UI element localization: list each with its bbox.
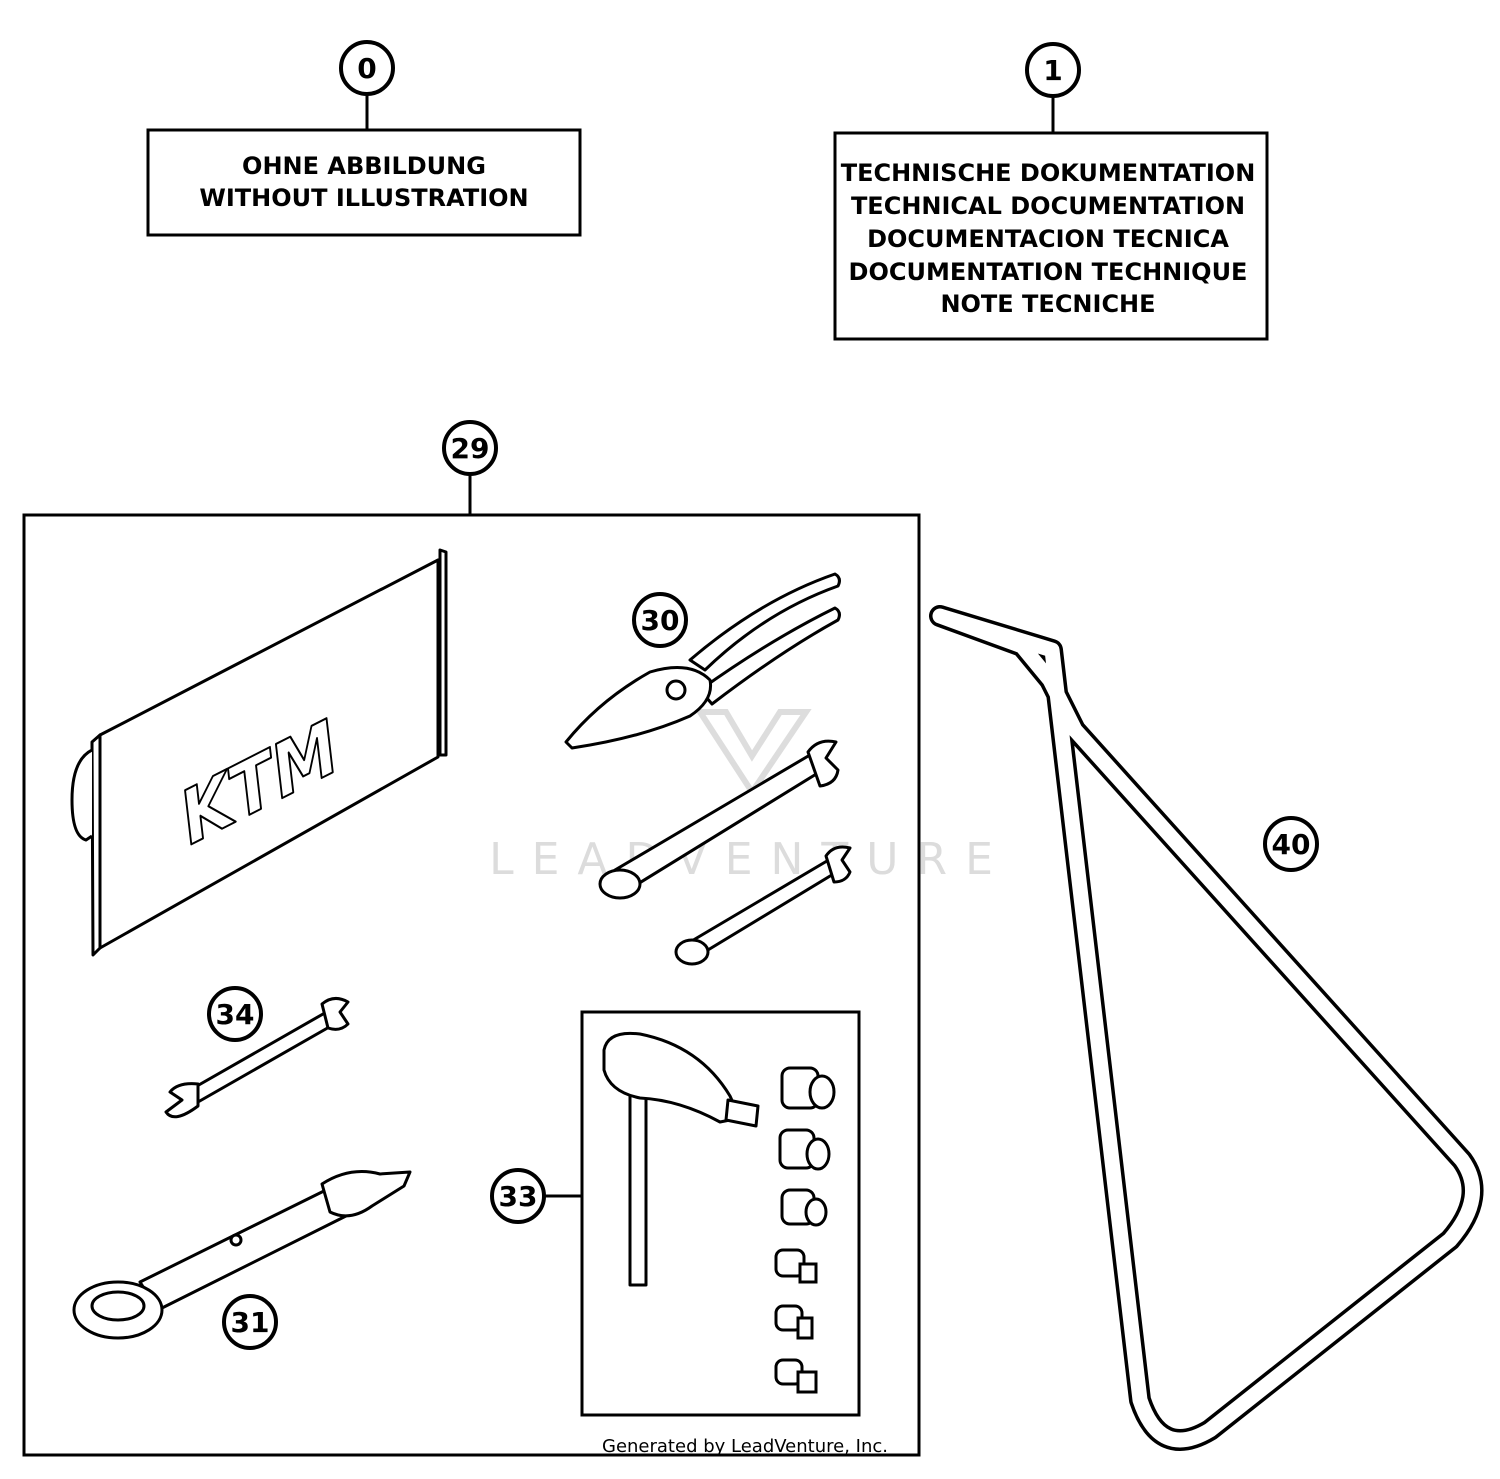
- tool-bag[interactable]: KTM: [70, 548, 448, 957]
- callout-40-label: 40: [1272, 828, 1311, 861]
- callout-33-label: 33: [499, 1180, 538, 1213]
- callout-40[interactable]: 40: [1263, 816, 1319, 872]
- note-box-without-illustration: OHNE ABBILDUNG WITHOUT ILLUSTRATION: [146, 128, 582, 237]
- ring-spanner-large-ring-inner: [90, 1290, 146, 1322]
- spanner-end-right: [320, 997, 350, 1031]
- wrench-small-ring-end: [674, 938, 710, 966]
- callout-0[interactable]: 0: [339, 40, 395, 96]
- socket-6: [774, 1358, 818, 1394]
- tool-kit-frame: [22, 513, 921, 1457]
- spanner-end-left: [164, 1082, 200, 1119]
- tool-bag-back-panel: [438, 548, 448, 757]
- hex-key-set-frame: [580, 1010, 861, 1417]
- doc-line-3: DOCUMENTACION TECNICA: [867, 225, 1229, 253]
- callout-29[interactable]: 29: [442, 420, 498, 476]
- callout-30[interactable]: 30: [632, 592, 688, 648]
- ring-spanner-head: [320, 1170, 412, 1218]
- socket-3: [780, 1188, 828, 1227]
- wrench-large-open-end: [806, 739, 840, 788]
- callout-33[interactable]: 33: [490, 1168, 546, 1224]
- note-box-line-1: OHNE ABBILDUNG: [242, 152, 486, 180]
- callout-29-label: 29: [451, 432, 490, 465]
- pliers[interactable]: [564, 572, 841, 750]
- socket-4: [774, 1248, 818, 1284]
- pliers-pivot: [665, 679, 687, 701]
- side-stand-tube-outline: [929, 605, 1484, 1451]
- note-box-technical-documentation: TECHNISCHE DOKUMENTATION TECHNICAL DOCUM…: [833, 131, 1269, 341]
- tool-bag-flap: [70, 748, 93, 842]
- callout-1-label: 1: [1043, 54, 1062, 87]
- socket-2: [778, 1128, 831, 1171]
- tool-bag-spine: [90, 733, 102, 957]
- doc-line-2: TECHNICAL DOCUMENTATION: [851, 192, 1245, 220]
- ring-spanner-hole: [229, 1233, 243, 1247]
- pliers-jaw: [564, 666, 713, 750]
- note-box-line-2: WITHOUT ILLUSTRATION: [199, 184, 528, 212]
- doc-line-5: NOTE TECNICHE: [940, 290, 1155, 318]
- callout-0-label: 0: [357, 52, 376, 85]
- t-handle-grip: [602, 1031, 742, 1124]
- socket-5: [774, 1304, 814, 1340]
- callout-30-label: 30: [641, 604, 680, 637]
- side-stand-tube-fill: [932, 608, 1481, 1448]
- watermark: LEADVENTURE: [489, 709, 1011, 885]
- doc-line-4: DOCUMENTATION TECHNIQUE: [849, 258, 1248, 286]
- wrench-large-ring-end: [598, 868, 642, 900]
- open-end-spanner[interactable]: [164, 997, 350, 1119]
- combination-wrench-small[interactable]: [674, 845, 852, 966]
- watermark-text: LEADVENTURE: [489, 834, 1011, 885]
- socket-bits[interactable]: [774, 1066, 836, 1394]
- socket-1: [780, 1066, 836, 1110]
- wrench-small-open-end: [824, 845, 852, 884]
- t-handle-hex-key[interactable]: [602, 1031, 760, 1287]
- combination-wrench-large[interactable]: [598, 739, 840, 900]
- t-handle-shaft: [628, 1088, 648, 1287]
- callout-34[interactable]: 34: [207, 986, 263, 1042]
- doc-line-1: TECHNISCHE DOKUMENTATION: [841, 159, 1256, 187]
- t-handle-bit: [724, 1098, 760, 1128]
- credit-text: Generated by LeadVenture, Inc.: [602, 1436, 888, 1457]
- callout-31-label: 31: [231, 1306, 270, 1339]
- pliers-handle-lower: [698, 606, 841, 706]
- ring-spanner[interactable]: [72, 1170, 412, 1340]
- callout-31[interactable]: 31: [222, 1294, 278, 1350]
- side-stand[interactable]: [929, 605, 1484, 1451]
- pliers-handle-upper: [688, 572, 841, 672]
- callout-1[interactable]: 1: [1025, 42, 1081, 98]
- callout-34-label: 34: [216, 998, 255, 1031]
